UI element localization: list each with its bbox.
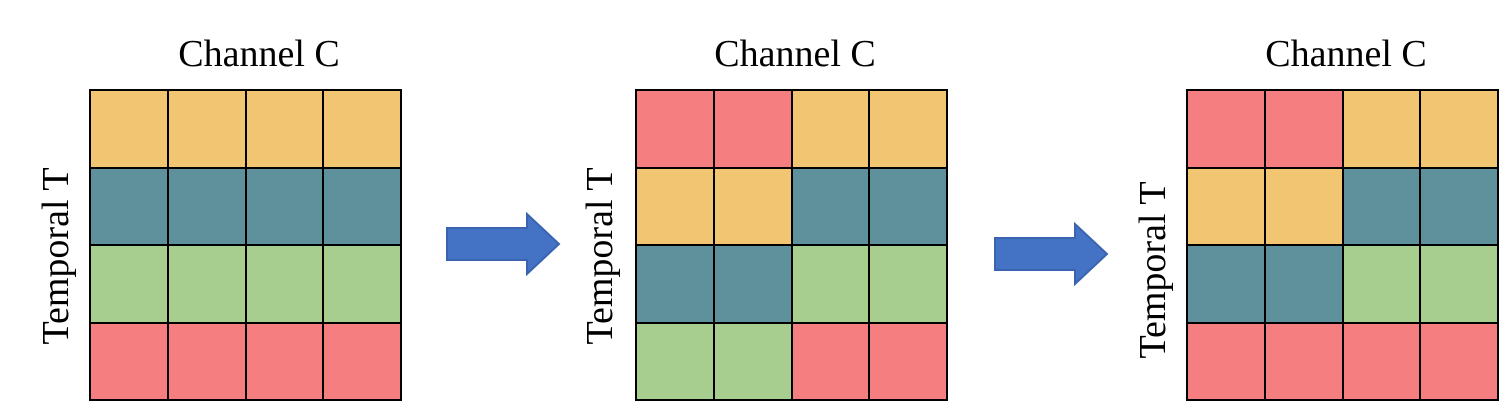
grid-cell-teal — [713, 245, 792, 323]
grid-cell-teal — [791, 167, 870, 245]
panel-2-title: Channel C — [714, 33, 876, 75]
grid-cell-teal — [636, 245, 714, 323]
grid-cell-yellow — [167, 90, 246, 168]
grid-cell-yellow — [1342, 90, 1421, 168]
grid-cell-yellow — [1187, 167, 1265, 245]
arrow-2-shape — [994, 222, 1109, 286]
grid-cell-green — [90, 245, 168, 323]
grid-cell-green — [1420, 245, 1498, 323]
grid-cell-red — [1264, 322, 1343, 400]
grid-cell-teal — [1342, 167, 1421, 245]
grid-cell-green — [713, 322, 792, 400]
grid-cell-yellow — [1264, 167, 1343, 245]
grid-cell-yellow — [323, 90, 401, 168]
grid-cell-yellow — [869, 90, 947, 168]
grid-cell-red — [1187, 322, 1265, 400]
grid-cell-red — [167, 322, 246, 400]
grid-cell-red — [791, 322, 870, 400]
grid-cell-teal — [1420, 167, 1498, 245]
grid-cell-teal — [869, 167, 947, 245]
grid-cell-green — [1342, 245, 1421, 323]
grid-cell-red — [1264, 90, 1343, 168]
panel-1-title: Channel C — [178, 33, 340, 75]
grid-cell-green — [167, 245, 246, 323]
grid-cell-teal — [1264, 245, 1343, 323]
grid-cell-teal — [323, 167, 401, 245]
panel-2-grid — [635, 89, 948, 401]
grid-cell-red — [636, 90, 714, 168]
grid-cell-green — [245, 245, 324, 323]
grid-cell-yellow — [90, 90, 168, 168]
right-arrow-icon — [446, 212, 561, 276]
grid-cell-teal — [1187, 245, 1265, 323]
grid-cell-teal — [167, 167, 246, 245]
grid-cell-yellow — [245, 90, 324, 168]
grid-cell-red — [1187, 90, 1265, 168]
grid-cell-yellow — [713, 167, 792, 245]
grid-cell-red — [713, 90, 792, 168]
grid-cell-red — [1420, 322, 1498, 400]
panel-1-grid — [89, 89, 402, 401]
grid-cell-green — [869, 245, 947, 323]
right-arrow-icon — [994, 222, 1109, 286]
grid-cell-red — [869, 322, 947, 400]
grid-cell-green — [636, 322, 714, 400]
panel-3-title: Channel C — [1265, 33, 1427, 75]
grid-cell-green — [323, 245, 401, 323]
panel-1-ylabel: Temporal T — [35, 167, 77, 345]
grid-cell-teal — [245, 167, 324, 245]
panel-2-ylabel: Temporal T — [579, 167, 621, 345]
panel-3-grid — [1186, 89, 1499, 401]
panel-3-ylabel: Temporal T — [1132, 181, 1174, 359]
grid-cell-yellow — [636, 167, 714, 245]
grid-cell-red — [1342, 322, 1421, 400]
grid-cell-red — [323, 322, 401, 400]
grid-cell-red — [90, 322, 168, 400]
grid-cell-teal — [90, 167, 168, 245]
grid-cell-red — [245, 322, 324, 400]
grid-cell-yellow — [1420, 90, 1498, 168]
grid-cell-yellow — [791, 90, 870, 168]
arrow-1-shape — [446, 212, 561, 276]
grid-cell-green — [791, 245, 870, 323]
